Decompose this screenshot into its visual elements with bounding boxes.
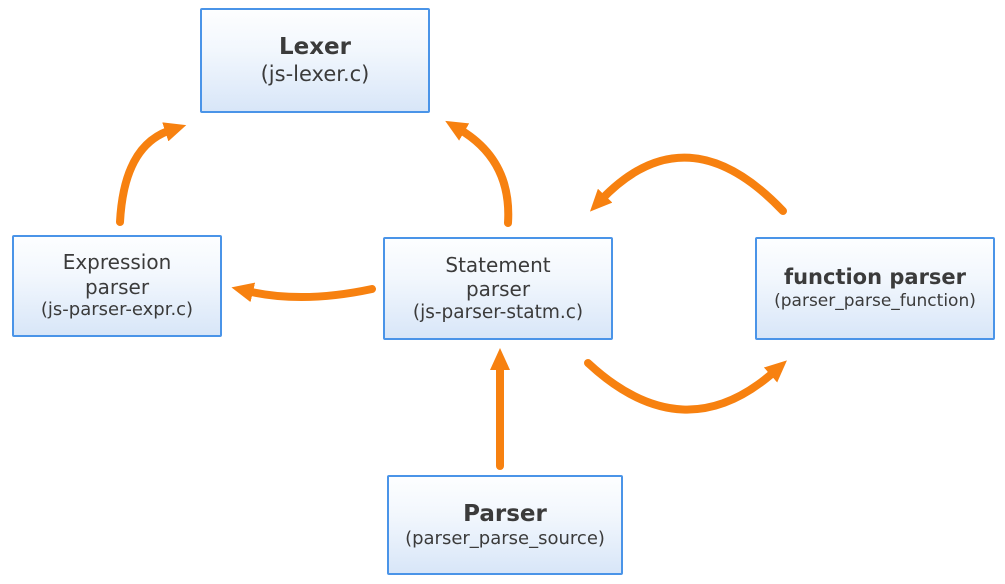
node-parser-subtitle: (parser_parse_source) — [405, 527, 605, 549]
node-statement-parser-subtitle: (js-parser-statm.c) — [412, 302, 584, 324]
node-lexer-subtitle: (js-lexer.c) — [260, 62, 370, 87]
node-statement-parser: Statement parser (js-parser-statm.c) — [383, 237, 613, 340]
node-function-parser-title: function parser — [783, 265, 967, 290]
arrow-statement-parser-to-lexer — [445, 120, 513, 227]
node-lexer-title: Lexer — [278, 34, 352, 61]
node-expression-parser-subtitle: (js-parser-expr.c) — [40, 299, 194, 321]
arrow-statement-parser-to-function-parser — [584, 359, 787, 414]
node-statement-parser-title: Statement parser — [445, 252, 551, 301]
node-function-parser-subtitle: (parser_parse_function) — [774, 290, 976, 311]
node-parser-title: Parser — [463, 500, 547, 527]
node-lexer: Lexer (js-lexer.c) — [200, 8, 430, 113]
node-parser: Parser (parser_parse_source) — [387, 475, 623, 575]
node-expression-parser-title: Expression parser — [62, 250, 172, 299]
node-function-parser: function parser (parser_parse_function) — [755, 237, 995, 340]
node-expression-parser: Expression parser (js-parser-expr.c) — [12, 235, 222, 337]
arrow-expression-parser-to-lexer — [116, 122, 187, 226]
arrow-function-parser-to-statement-parser — [589, 153, 787, 215]
arrow-statement-parser-to-expression-parser — [231, 282, 376, 303]
